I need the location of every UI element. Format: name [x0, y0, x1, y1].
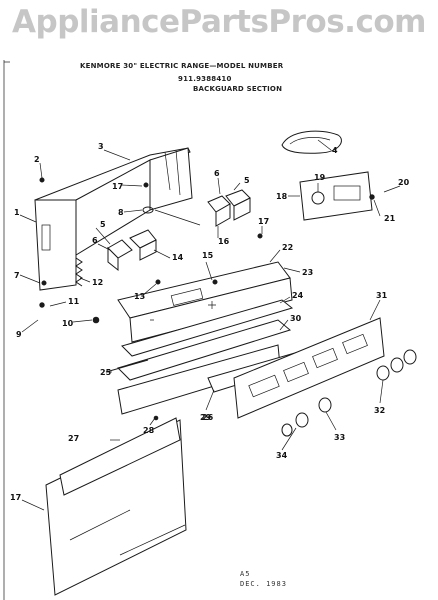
- trim-strip: [121, 299, 294, 357]
- callout-6b: 6: [92, 236, 98, 245]
- terminal-block-left: [107, 229, 157, 272]
- callout-6a: 6: [214, 169, 220, 178]
- callout-5a: 5: [244, 176, 250, 185]
- clock-assembly: [299, 171, 373, 221]
- callout-1: 1: [14, 208, 20, 217]
- callout-34: 34: [276, 451, 288, 460]
- watermark: AppliancePartsPros.com: [12, 4, 426, 40]
- callout-23: 23: [302, 268, 313, 277]
- callout-32: 32: [374, 406, 385, 415]
- callout-26: 26: [202, 413, 214, 422]
- callout-10: 10: [62, 319, 74, 328]
- lower-trim: [117, 319, 292, 381]
- callout-28: 28: [143, 426, 155, 435]
- callout-17b: 17: [258, 217, 269, 226]
- callout-24: 24: [292, 291, 304, 300]
- callout-27: 27: [68, 434, 79, 443]
- callout-31: 31: [376, 291, 388, 300]
- callout-4: 4: [332, 146, 338, 155]
- callout-30: 30: [290, 314, 302, 323]
- callout-17a: 17: [112, 182, 123, 191]
- callout-labels: 1 2 3 4 5 5 6 6 7 8 9 10 11 12 13 14 15 …: [10, 142, 410, 502]
- callout-7: 7: [14, 271, 20, 280]
- callout-11: 11: [68, 297, 80, 306]
- callout-3: 3: [98, 142, 104, 151]
- callout-22: 22: [282, 243, 293, 252]
- callout-21: 21: [384, 214, 396, 223]
- callout-16: 16: [218, 237, 230, 246]
- footer-code: A5: [240, 570, 251, 578]
- control-board: [233, 317, 385, 419]
- callout-18: 18: [276, 192, 288, 201]
- callout-15: 15: [202, 251, 214, 260]
- callout-14: 14: [172, 253, 184, 262]
- backguard-top-panel: [34, 147, 193, 291]
- element-wire: [281, 130, 342, 154]
- terminal-block-right: [207, 189, 251, 227]
- callout-12: 12: [92, 278, 103, 287]
- callout-9: 9: [16, 330, 22, 339]
- callout-29: 29: [200, 413, 212, 422]
- callout-5b: 5: [100, 220, 106, 229]
- spring: [75, 257, 83, 287]
- callout-17c: 17: [10, 493, 21, 502]
- control-panel: [117, 261, 293, 343]
- control-knobs: [281, 349, 417, 437]
- leader-lines: [19, 139, 401, 511]
- callout-19: 19: [314, 173, 326, 182]
- footer-date: DEC. 1983: [240, 580, 287, 588]
- oven-door: [45, 417, 187, 596]
- callout-13: 13: [134, 292, 145, 301]
- model-number: 911.9388410: [178, 75, 232, 83]
- section-title: BACKGUARD SECTION: [193, 85, 283, 93]
- callout-33: 33: [334, 433, 345, 442]
- callout-2: 2: [34, 155, 40, 164]
- diagram-title: KENMORE 30" ELECTRIC RANGE—MODEL NUMBER: [80, 62, 284, 70]
- callout-25: 25: [100, 368, 112, 377]
- spacer: [142, 206, 154, 214]
- callout-8: 8: [118, 208, 124, 217]
- callout-20: 20: [398, 178, 410, 187]
